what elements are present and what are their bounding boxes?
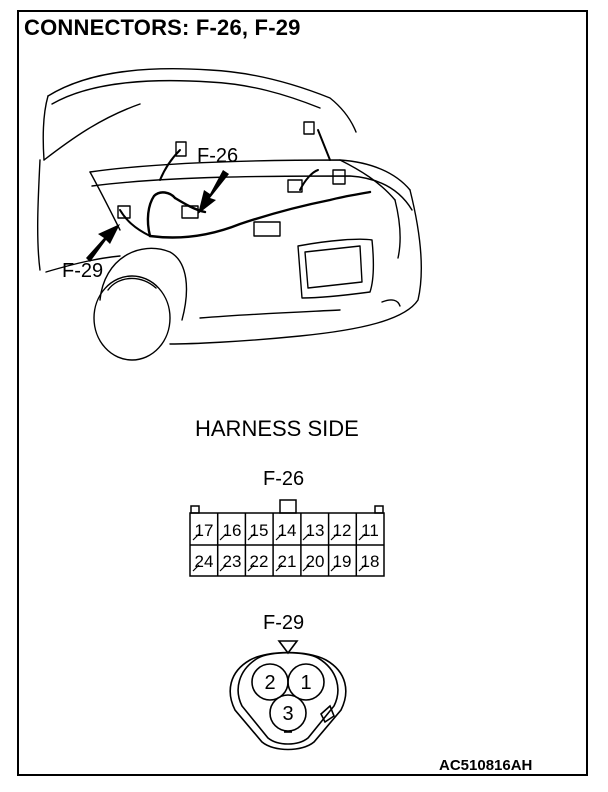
f26-pin: 16 — [223, 521, 242, 540]
f29-pin: 2 — [264, 672, 275, 694]
f29-pointer-arrow — [86, 224, 120, 262]
harness-side-heading: HARNESS SIDE — [195, 416, 359, 441]
f26-pin: 15 — [250, 521, 269, 540]
reference-code: AC510816AH — [439, 757, 533, 774]
f26-pin: 17 — [195, 521, 214, 540]
f26-pin: 23 — [223, 552, 242, 571]
f26-pin: 24 — [195, 552, 214, 571]
diagram-frame — [17, 10, 588, 776]
f26-pointer-arrow — [198, 170, 229, 214]
f26-pin: 22 — [250, 552, 269, 571]
f26-pin: 12 — [333, 521, 352, 540]
f26-pin: 11 — [361, 521, 379, 540]
f26-pin: 19 — [333, 552, 352, 571]
f26-pin: 14 — [278, 521, 297, 540]
f29-pin: 3 — [282, 703, 293, 725]
f26-pin: 18 — [361, 552, 380, 571]
f26-pin: 20 — [306, 552, 325, 571]
f29-pin: 1 — [300, 672, 311, 694]
f26-callout-label: F-26 — [197, 145, 239, 167]
page-title: CONNECTORS: F-26, F-29 — [24, 15, 301, 40]
f26-pin: 13 — [306, 521, 325, 540]
f29-connector-label: F-29 — [263, 612, 305, 634]
f26-connector-label: F-26 — [263, 468, 305, 490]
f29-callout-label: F-29 — [62, 260, 104, 282]
f26-pin: 21 — [278, 552, 297, 571]
